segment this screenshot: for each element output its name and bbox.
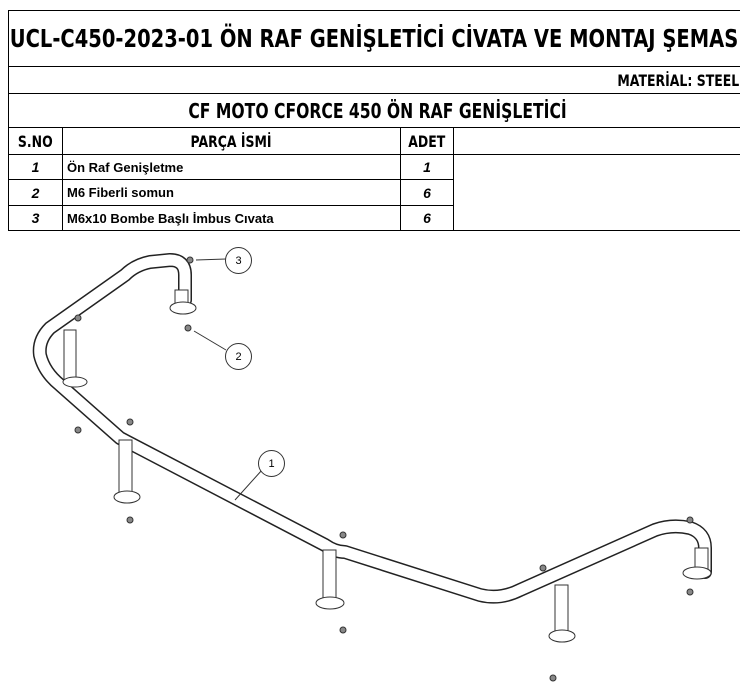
balloon-3: 3 [225, 247, 252, 274]
material-label: MATERİAL: STEEL [617, 70, 739, 90]
balloon-2: 2 [225, 343, 252, 370]
header-name-text: PARÇA İSMİ [190, 131, 273, 151]
balloon-3-label: 3 [235, 254, 242, 267]
posts [62, 289, 712, 643]
balloon-1-label: 1 [268, 457, 275, 470]
callout-leaders [193, 258, 263, 501]
fasteners [74, 256, 694, 682]
header-qty-text: ADET [408, 131, 446, 151]
subtitle-cell: CF MOTO CFORCE 450 ÖN RAF GENİŞLETİCİ [8, 93, 740, 128]
balloon-2-label: 2 [235, 350, 242, 363]
product-title: CF MOTO CFORCE 450 ÖN RAF GENİŞLETİCİ [188, 98, 568, 123]
rack-tube [32, 253, 712, 604]
row-qty: 6 [400, 205, 454, 231]
balloon-1: 1 [258, 450, 285, 477]
header-sno-text: S.NO [18, 131, 53, 151]
header-blank [453, 127, 740, 155]
drawing-title: UCL-C450-2023-01 ÖN RAF GENİŞLETİCİ CİVA… [10, 24, 740, 53]
